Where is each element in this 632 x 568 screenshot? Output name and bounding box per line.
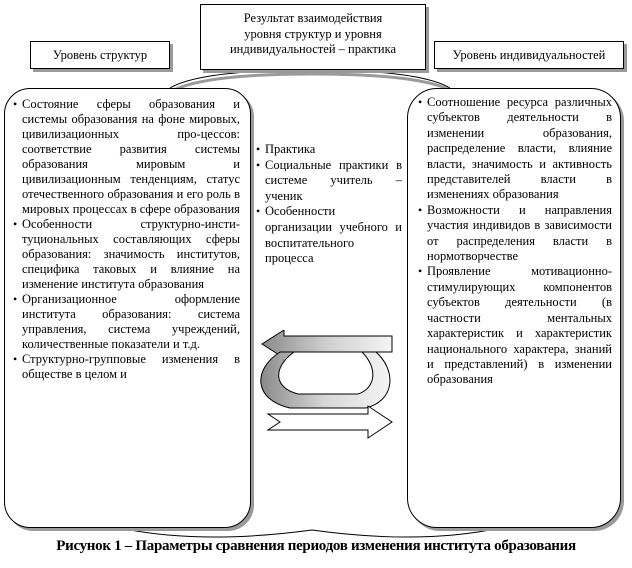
result-line-2: уровня структур и уровня	[244, 26, 382, 41]
individuality-level-panel: Соотношение ресурса различных субъектов …	[407, 88, 621, 528]
bottom-connector	[119, 527, 501, 538]
individuality-item: Проявление мотивационно-стимулирующих ко…	[418, 264, 612, 387]
structures-level-label: Уровень структур	[30, 41, 170, 69]
structures-item: Особенности структурно-инсти-туциональны…	[13, 217, 240, 292]
arc-connector	[169, 69, 451, 89]
individuality-level-label: Уровень индивидуальностей	[434, 41, 624, 69]
structures-item: Организационное оформление института обр…	[13, 292, 240, 352]
practice-item: Практика	[256, 142, 402, 158]
individuality-item: Возможности и направления участия индиви…	[418, 203, 612, 265]
structures-item: Состояние сферы образования и системы об…	[13, 97, 240, 217]
structures-level-panel: Состояние сферы образования и системы об…	[4, 88, 251, 528]
individuality-item: Соотношение ресурса различных субъектов …	[418, 95, 612, 203]
result-line-3: индивидуальностей – практика	[229, 42, 397, 57]
bottom-arrow	[266, 405, 393, 439]
result-line-1: Результат взаимодействия	[243, 11, 383, 25]
loop-band	[260, 351, 391, 409]
arc-shadow	[171, 72, 453, 93]
practice-item: Социальные практики в системе учитель – …	[256, 158, 402, 205]
practice-list: Практика Социальные практики в системе у…	[256, 142, 402, 267]
individuality-list: Соотношение ресурса различных субъектов …	[418, 95, 612, 388]
practice-column: Практика Социальные практики в системе у…	[256, 142, 402, 267]
cycle-arrows-icon	[260, 330, 393, 439]
practice-item: Особенности организации учебного и воспи…	[256, 204, 402, 266]
figure-caption: Рисунок 1 – Параметры сравнения периодов…	[56, 538, 576, 554]
structures-list: Состояние сферы образования и системы об…	[13, 97, 240, 382]
result-practice-box: Результат взаимодействия уровня структур…	[200, 4, 426, 70]
structures-item: Структурно-групповые изменения в обществ…	[13, 352, 240, 382]
